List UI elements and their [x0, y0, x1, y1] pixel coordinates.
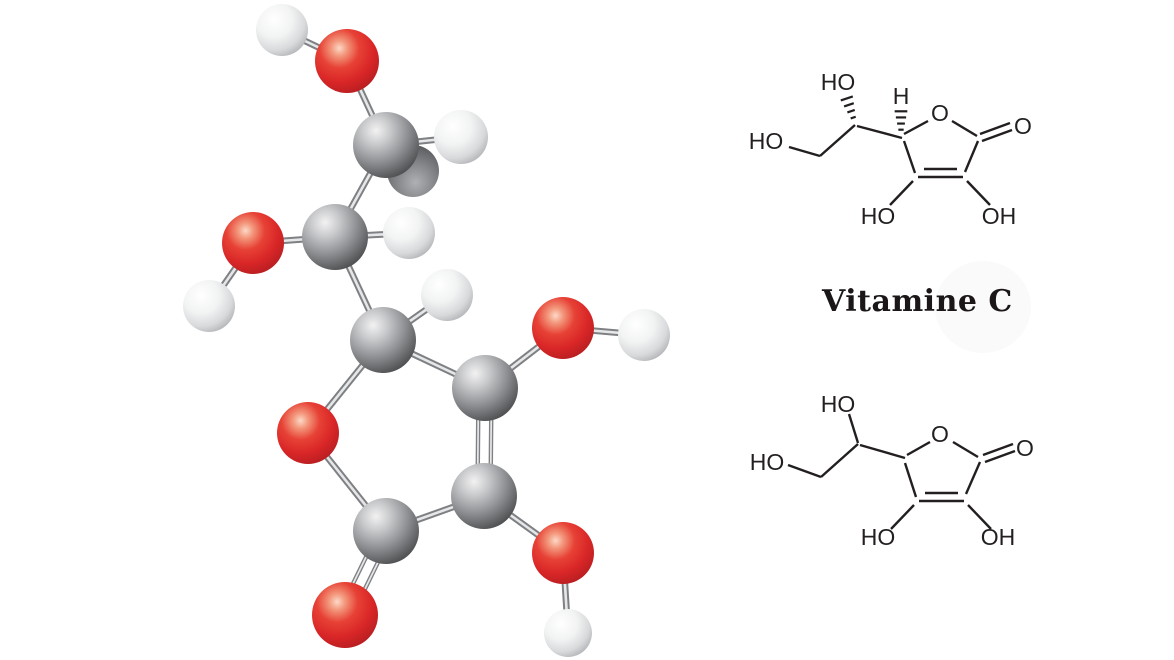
stereo-hash-bond: [847, 108, 856, 114]
atom-hydrogen: [256, 4, 308, 56]
atom-label: HO: [861, 524, 896, 550]
atom-label: HO: [821, 391, 856, 417]
formula-bond: [982, 442, 1014, 457]
formula-bond: [820, 443, 859, 478]
formula-bond: [788, 145, 821, 158]
atom-carbon: [353, 498, 419, 564]
atom-label: HO: [749, 128, 784, 154]
formula-bond: [847, 413, 860, 444]
atom-carbon: [302, 204, 368, 270]
formula-bond: [859, 443, 906, 460]
formula-bond: [979, 121, 1011, 136]
formula-bond: [906, 440, 931, 457]
ball-stick-atoms: [183, 4, 670, 657]
formula-bond: [889, 180, 914, 206]
atom-label: OH: [981, 524, 1016, 550]
atom-oxygen: [222, 212, 284, 274]
atom-oxygen: [532, 522, 594, 584]
atom-label: O: [1016, 435, 1034, 461]
atom-label: HO: [861, 203, 896, 229]
formula-bond: [903, 119, 929, 136]
atom-oxygen: [312, 582, 378, 648]
formula-bond: [819, 124, 856, 157]
atom-label: O: [931, 100, 949, 126]
atom-label: OH: [982, 203, 1017, 229]
atom-oxygen: [315, 29, 379, 93]
formula-bond: [963, 140, 980, 173]
atom-hydrogen: [421, 269, 473, 321]
stereo-hash-bond: [850, 115, 857, 120]
formula-bond: [890, 504, 915, 530]
atom-carbon: [350, 307, 416, 373]
atom-label: O: [1014, 113, 1032, 139]
atom-label: O: [931, 421, 949, 447]
molecule-title: Vitamine C: [822, 284, 1013, 319]
atom-hydrogen: [618, 309, 670, 361]
atom-hydrogen: [544, 609, 592, 657]
formula-bond: [856, 124, 903, 140]
formula-bond: [951, 119, 978, 138]
formula-bond: [952, 440, 979, 459]
atom-hydrogen: [383, 207, 435, 259]
atom-label: HO: [750, 449, 785, 475]
atom-oxygen: [532, 297, 594, 359]
atom-hydrogen: [183, 280, 235, 332]
atom-carbon: [451, 463, 517, 529]
atom-oxygen: [277, 402, 339, 464]
formula-bond: [967, 504, 992, 530]
formula-bond: [903, 462, 918, 498]
caption-background-glow: [935, 261, 1031, 353]
atom-label: HO: [821, 69, 856, 95]
atom-hydrogen: [434, 110, 488, 164]
atom-carbon: [353, 112, 419, 178]
atom-label: H: [893, 83, 910, 109]
atom-carbon: [452, 355, 518, 421]
stereo-hash-bond: [843, 102, 855, 108]
formula-bond: [966, 180, 991, 206]
formula-bond: [984, 449, 1016, 464]
formula-bond: [787, 463, 822, 479]
stereo-hash-bond: [840, 95, 854, 102]
formula-bond: [964, 461, 982, 495]
formula-bond: [902, 140, 917, 174]
structural-formula-flat: HO HO O O HO OH: [750, 391, 1034, 550]
formula-bond: [981, 128, 1013, 143]
